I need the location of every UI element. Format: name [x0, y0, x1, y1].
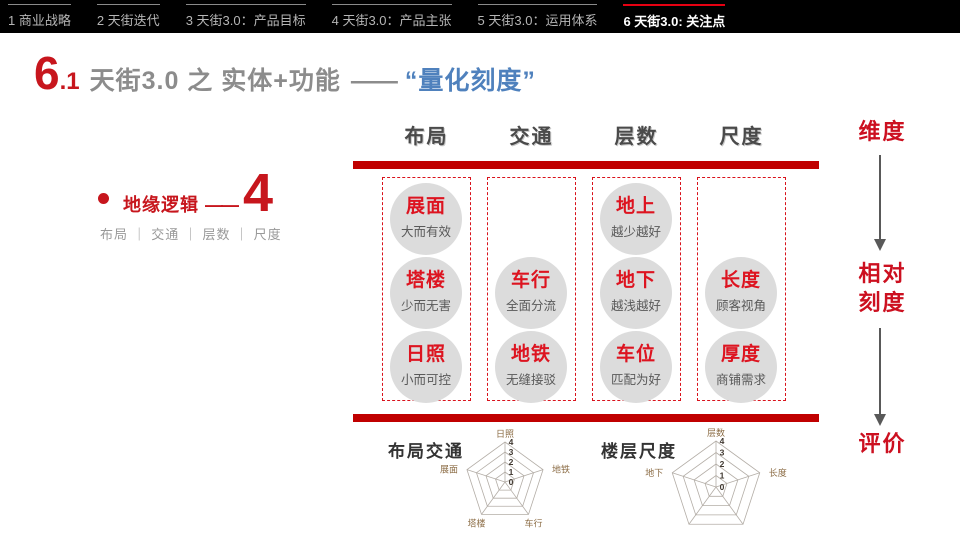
- nav-tab-1[interactable]: 1 商业战略: [8, 4, 71, 29]
- factor-title: 日照: [405, 344, 446, 365]
- factor-circle: 地上 越少越好: [600, 183, 672, 255]
- svg-text:0: 0: [720, 482, 725, 492]
- title-text: 天街3.0 之 实体+功能: [89, 67, 341, 95]
- geo-logic-label: 地缘逻辑: [123, 195, 199, 215]
- svg-text:2: 2: [720, 459, 725, 469]
- svg-text:车行: 车行: [525, 517, 543, 528]
- rail-step-dimension: 维度: [858, 119, 907, 144]
- factor-subtitle: 全面分流: [505, 298, 556, 313]
- nav-tab-3[interactable]: 3 天街3.0：产品目标: [185, 4, 306, 29]
- bullet-icon: [98, 192, 109, 204]
- nav-tab-2[interactable]: 2 天街迭代: [96, 4, 160, 29]
- column-header-scale: 尺度: [719, 126, 764, 148]
- column-layout: 展面 大而有效 塔楼 少而无害 日照 小而可控: [382, 177, 471, 403]
- nav-tab-4[interactable]: 4 天街3.0：产品主张: [331, 4, 452, 29]
- geo-logic-panel: 地缘逻辑 —— 4 布局 ｜ 交通 ｜ 层数 ｜ 尺度: [98, 166, 328, 243]
- factor-circle: 厚度 商铺需求: [705, 331, 777, 403]
- factor-title: 地下: [615, 270, 656, 291]
- svg-text:塔楼: 塔楼: [467, 517, 485, 528]
- column-header-layout: 布局: [404, 126, 449, 148]
- svg-text:地下: 地下: [645, 467, 663, 478]
- relative-scale-line2: 刻度: [858, 289, 907, 315]
- factor-circle: 塔楼 少而无害: [390, 257, 462, 329]
- title-subnumber: .1: [59, 68, 80, 95]
- title-number: 6: [34, 47, 60, 99]
- factor-circle: 长度 顾客视角: [705, 257, 777, 329]
- factor-circle: 车位 匹配为好: [600, 331, 672, 403]
- column-header-floors: 层数: [614, 126, 659, 148]
- nav-tab-5[interactable]: 5 天街3.0：运用体系: [477, 4, 598, 29]
- factor-circle: 日照 小而可控: [390, 331, 462, 403]
- factor-matrix: 布局 交通 层数 尺度 展面 大而有效 塔楼 少而无害 日照 小而可控 车行 全…: [353, 112, 819, 424]
- factor-title: 厚度: [720, 344, 761, 365]
- svg-text:1: 1: [720, 471, 725, 481]
- down-arrow-icon: [874, 328, 886, 426]
- column-scale: 长度 顾客视角 厚度 商铺需求: [697, 177, 786, 403]
- down-arrow-icon: [874, 155, 886, 251]
- factor-subtitle: 小而可控: [400, 372, 451, 387]
- title-dash: ——: [350, 67, 398, 95]
- column-header-traffic: 交通: [509, 126, 554, 148]
- factor-circle: 车行 全面分流: [495, 257, 567, 329]
- column-floors: 地上 越少越好 地下 越浅越好 车位 匹配为好: [592, 177, 681, 403]
- factor-title: 塔楼: [405, 270, 446, 291]
- svg-text:1: 1: [509, 467, 514, 477]
- dimension-count: 4: [243, 163, 274, 223]
- factor-circle: 地铁 无缝接驳: [495, 331, 567, 403]
- section-nav: 1 商业战略 2 天街迭代 3 天街3.0：产品目标 4 天街3.0：产品主张 …: [0, 0, 960, 33]
- svg-text:展面: 展面: [440, 465, 458, 475]
- svg-text:长度: 长度: [769, 467, 787, 478]
- factor-title: 地铁: [510, 344, 551, 365]
- factor-subtitle: 越浅越好: [610, 298, 661, 313]
- svg-text:3: 3: [509, 447, 514, 457]
- factor-title: 展面: [405, 196, 446, 217]
- svg-text:层数: 层数: [707, 427, 725, 438]
- factor-title: 车位: [615, 344, 656, 365]
- factor-subtitle: 大而有效: [400, 224, 451, 239]
- rail-step-relative-scale: 相对 刻度: [845, 260, 920, 317]
- factor-subtitle: 越少越好: [610, 224, 661, 239]
- divider-bar-top: [353, 161, 819, 169]
- svg-text:3: 3: [720, 448, 725, 458]
- relative-scale-line1: 相对: [858, 261, 907, 286]
- factor-circle: 展面 大而有效: [390, 183, 462, 255]
- factor-title: 地上: [615, 196, 656, 217]
- factor-title: 车行: [510, 270, 551, 291]
- svg-text:0: 0: [509, 477, 514, 487]
- factor-subtitle: 匹配为好: [610, 372, 661, 387]
- factor-subtitle: 商铺需求: [715, 372, 766, 387]
- svg-text:地铁: 地铁: [552, 464, 570, 475]
- divider-bar-bottom: [353, 414, 819, 422]
- radar-title-floor-scale: 楼层尺度: [601, 442, 677, 461]
- svg-text:4: 4: [509, 437, 514, 447]
- factor-title: 长度: [720, 270, 761, 291]
- title-highlight: “量化刻度”: [404, 67, 536, 95]
- factor-subtitle: 少而无害: [400, 298, 451, 313]
- factor-circle: 地下 越浅越好: [600, 257, 672, 329]
- column-traffic: 车行 全面分流 地铁 无缝接驳: [487, 177, 576, 403]
- radar-title-layout-traffic: 布局交通: [388, 442, 464, 461]
- svg-text:4: 4: [720, 436, 725, 446]
- geo-logic-dash: ——: [205, 195, 239, 215]
- nav-tab-6-active[interactable]: 6 天街3.0: 关注点: [623, 3, 726, 30]
- rail-step-evaluation: 评价: [858, 431, 907, 456]
- dimension-list: 布局 ｜ 交通 ｜ 层数 ｜ 尺度: [100, 227, 282, 242]
- svg-text:2: 2: [509, 457, 514, 467]
- factor-subtitle: 无缝接驳: [505, 372, 556, 387]
- factor-subtitle: 顾客视角: [715, 298, 766, 313]
- svg-text:日照: 日照: [496, 429, 514, 439]
- slide-title: 6 .1 天街3.0 之 实体+功能 —— “量化刻度”: [34, 50, 536, 97]
